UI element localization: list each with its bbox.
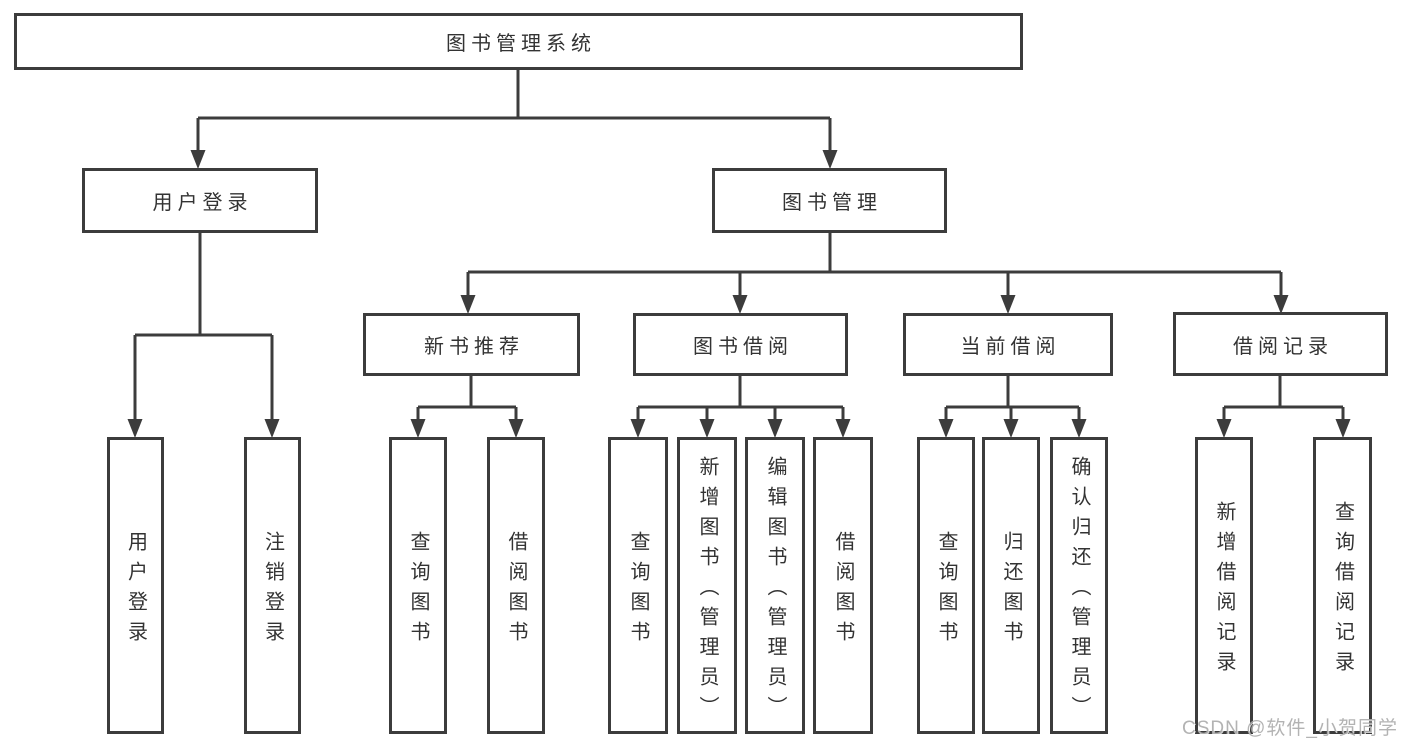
node-user-login: 用户登录 xyxy=(82,168,318,233)
node-current-borrowing: 当前借阅 xyxy=(903,313,1113,376)
node-label: 借阅图书 xyxy=(505,530,527,651)
node-label: 当前借阅 xyxy=(960,336,1061,358)
leaf-recommend-query-books: 查询图书 xyxy=(389,437,447,734)
node-label: 新增图书（管理员） xyxy=(696,455,718,726)
node-label: 查询图书 xyxy=(935,530,957,651)
node-book-borrowing: 图书借阅 xyxy=(633,313,848,376)
leaf-add-borrow-record: 新增借阅记录 xyxy=(1195,437,1253,734)
node-label: 用户登录 xyxy=(124,530,147,651)
node-label: 用户登录 xyxy=(152,192,253,214)
node-label: 查询借阅记录 xyxy=(1331,500,1354,681)
leaf-user-login: 用户登录 xyxy=(107,437,164,734)
node-label: 查询图书 xyxy=(407,530,429,651)
node-label: 编辑图书（管理员） xyxy=(764,455,786,726)
node-label: 归还图书 xyxy=(1000,530,1022,651)
node-label: 新书推荐 xyxy=(424,336,524,358)
node-label: 图书管理系统 xyxy=(446,33,596,55)
node-label: 图书借阅 xyxy=(693,336,793,358)
node-new-book-recommendation: 新书推荐 xyxy=(363,313,580,376)
leaf-borrow-books: 借阅图书 xyxy=(813,437,873,734)
leaf-return-books: 归还图书 xyxy=(982,437,1040,734)
node-label: 查询图书 xyxy=(627,530,649,651)
node-label: 确认归还（管理员） xyxy=(1068,455,1090,726)
node-label: 注销登录 xyxy=(261,530,284,651)
leaf-query-borrow-record: 查询借阅记录 xyxy=(1313,437,1372,734)
leaf-logout: 注销登录 xyxy=(244,437,301,734)
leaf-current-query-books: 查询图书 xyxy=(917,437,975,734)
node-book-management: 图书管理 xyxy=(712,168,947,233)
leaf-recommend-borrow-books: 借阅图书 xyxy=(487,437,545,734)
csdn-watermark: CSDN @软件_小贺同学 xyxy=(1182,718,1398,739)
node-label: 借阅图书 xyxy=(832,530,854,651)
node-library-system: 图书管理系统 xyxy=(14,13,1023,70)
node-label: 新增借阅记录 xyxy=(1213,500,1235,681)
leaf-confirm-return-admin: 确认归还（管理员） xyxy=(1050,437,1108,734)
node-label: 借阅记录 xyxy=(1233,335,1333,358)
node-borrowing-records: 借阅记录 xyxy=(1173,312,1388,376)
leaf-edit-book-admin: 编辑图书（管理员） xyxy=(745,437,805,734)
leaf-add-book-admin: 新增图书（管理员） xyxy=(677,437,737,734)
leaf-borrow-query-books: 查询图书 xyxy=(608,437,668,734)
node-label: 图书管理 xyxy=(782,192,882,214)
